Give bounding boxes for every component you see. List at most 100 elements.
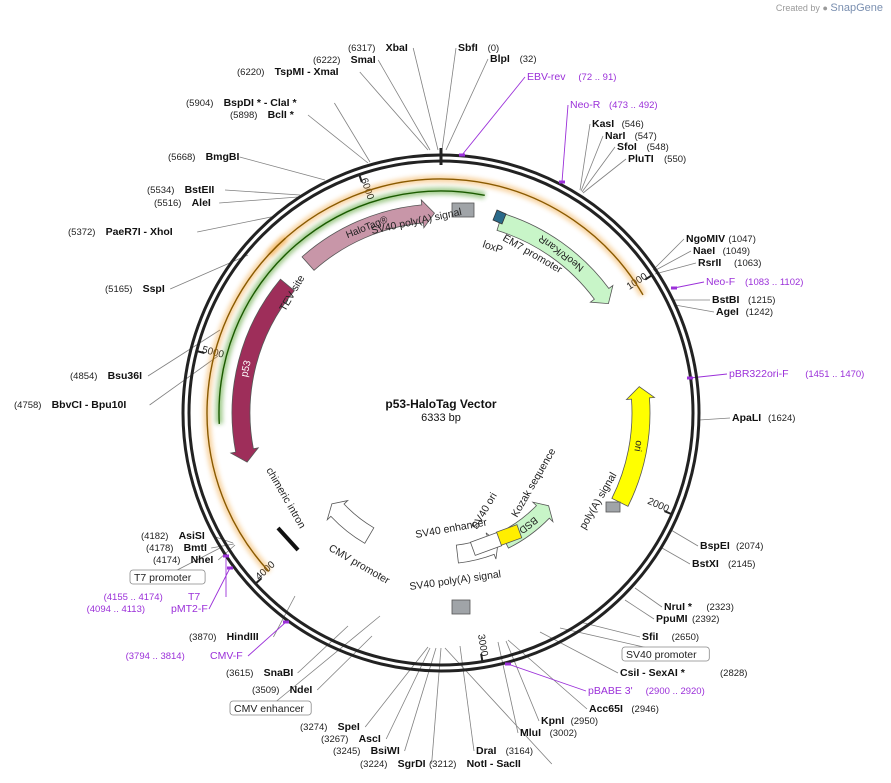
enzyme-name: HindIII [227,631,259,643]
enzyme-leader-line [359,71,429,151]
enzyme-site[interactable]: (1049)NaeI [693,245,750,257]
primer-site[interactable]: EBV-rev(72 .. 91) [527,71,616,83]
enzyme-position: (6317) [348,43,375,54]
enzyme-position: (3615) [226,668,253,679]
enzyme-site[interactable]: (547)NarI [605,130,657,142]
enzyme-site[interactable]: (1047)NgoMIV [686,233,756,245]
enzyme-site[interactable]: (3245)BsiWI [333,745,400,757]
primer-site[interactable]: T7(4155 .. 4174) [104,591,201,603]
plasmid-name: p53-HaloTag Vector [385,397,496,411]
enzyme-site[interactable]: (546)KasI [592,118,644,130]
primer-leader-line [507,663,587,692]
enzyme-site[interactable]: (2828)CsiI - SexAI * [620,667,747,679]
enzyme-name: BsiWI [371,745,400,757]
enzyme-site[interactable]: (32)BlpI [490,53,537,65]
primer-mark [687,376,693,380]
enzyme-site[interactable]: (3615)SnaBI [226,667,293,679]
enzyme-site[interactable]: (3164)DraI [476,745,533,757]
primer-site[interactable]: Neo-F(1083 .. 1102) [706,276,803,288]
enzyme-position: (5668) [168,152,195,163]
enzyme-name: KasI [592,118,614,130]
enzyme-site[interactable]: (2074)BspEI [700,540,763,552]
enzyme-site[interactable]: (2145)BstXI [692,558,755,570]
enzyme-site[interactable]: (3870)HindIII [189,631,259,643]
label-leader-lines [147,47,731,765]
primer-site[interactable]: CMV-F(3794 .. 3814) [126,650,243,662]
enzyme-site[interactable]: (4178)BmtI [146,542,207,554]
enzyme-site[interactable]: (6222)SmaI [313,54,376,66]
enzyme-name: ApaLI [732,412,761,424]
enzyme-site[interactable]: (6317)XbaI [348,42,408,54]
enzyme-name: SgrDI [398,758,426,770]
snapgene-credit: Created by ● SnapGene [776,2,883,14]
enzyme-site[interactable]: (5372)PaeR7I - XhoI [68,226,173,238]
enzyme-site[interactable]: (3002)MluI [520,727,577,739]
enzyme-leader-line [412,47,439,151]
enzyme-leader-line [217,544,236,561]
enzyme-site[interactable]: (0)SbfI [458,42,499,54]
enzyme-leader-line [147,329,221,377]
orf-arc-orange-left [206,237,286,572]
enzyme-leader-line [582,158,627,194]
enzyme-site[interactable]: (3212)NotI - SacII [429,758,521,770]
enzyme-site[interactable]: (2946)Acc65I [589,703,659,715]
primer-range: (4155 .. 4174) [104,592,163,603]
primer-site[interactable]: pBABE 3'(2900 .. 2920) [588,685,705,697]
sv40-enhancer-box [469,532,503,556]
primer-site[interactable]: pBR322ori-F(1451 .. 1470) [729,368,864,380]
enzyme-site[interactable]: (4854)Bsu36I [70,370,142,382]
enzyme-site[interactable]: (1215) BstBI [712,294,775,306]
enzyme-site[interactable]: (548)SfoI [617,141,669,153]
chimeric-intron-mark [276,526,300,552]
enzyme-site[interactable]: (1063)RsrII [698,257,761,269]
enzyme-site[interactable]: (3274)SpeI [300,721,360,733]
tick-mark [664,510,673,516]
enzyme-position: (2145) [728,559,755,570]
primer-site[interactable]: Neo-R(473 .. 492) [570,99,658,111]
enzyme-position: (4854) [70,371,97,382]
enzyme-site[interactable]: (2950)KpnI [541,715,598,727]
feature-caption: CMV promoter [327,542,393,587]
enzyme-site[interactable]: (3509)NdeI [252,684,312,696]
boxed-label[interactable]: SV40 promoter [626,649,697,661]
enzyme-site[interactable]: (1242)AgeI [716,306,773,318]
enzyme-site[interactable]: (4174)NheI [153,554,213,566]
enzyme-position: (6220) [237,67,264,78]
enzyme-site[interactable]: (5516)AleI [154,197,211,209]
enzyme-position: (2950) [571,716,598,727]
enzyme-position: (1215) [748,295,775,306]
enzyme-site[interactable]: (4758)BbvCI - Bpu10I [14,399,126,411]
enzyme-site[interactable]: (5904)BspDI * - ClaI * [186,97,297,109]
primer-range: (473 .. 492) [609,100,658,111]
enzyme-name: CsiI - SexAI * [620,667,686,679]
enzyme-site[interactable]: (6220)TspMI - XmaI [237,66,339,78]
boxed-label[interactable]: T7 promoter [134,572,192,584]
enzyme-name: SfoI [617,141,637,153]
feature-arrow-cmv-promoter [326,499,375,544]
enzyme-site[interactable]: (5165)SspI [105,283,165,295]
tick-label: 2000 [646,496,671,515]
boxed-leader-line [270,615,381,707]
primer-site[interactable]: pMT2-F(4094 .. 4113) [87,603,208,615]
enzyme-site[interactable]: (5668)BmgBI [168,151,240,163]
enzyme-site[interactable]: (3267)AscI [321,733,381,745]
enzyme-name: BstBI [712,294,740,306]
enzyme-site[interactable]: (2650)SfiI [642,631,699,643]
enzyme-site[interactable]: (550)PluTI [628,153,686,165]
enzyme-site[interactable]: (5898)BclI * [230,109,295,121]
enzyme-site[interactable]: (2323)NruI * [664,601,734,613]
enzyme-position: (1049) [723,246,750,257]
enzyme-site[interactable]: (4182)AsiSI [141,530,205,542]
enzyme-leader-line [316,635,373,691]
boxed-label[interactable]: CMV enhancer [234,703,305,715]
enzyme-site[interactable]: (5534)BstEII [147,184,214,196]
primer-range: (1083 .. 1102) [745,277,803,288]
primer-labels: EBV-rev(72 .. 91) Neo-R(473 .. 492) Neo-F(… [87,71,865,697]
primer-leader-line [561,104,569,183]
enzyme-position: (2074) [736,541,763,552]
enzyme-site[interactable]: (1624)ApaLI [732,412,795,424]
enzyme-leader-line [634,587,663,608]
enzyme-site[interactable]: (2392)PpuMI [656,613,719,625]
enzyme-site[interactable]: (3224)SgrDI [360,758,426,770]
